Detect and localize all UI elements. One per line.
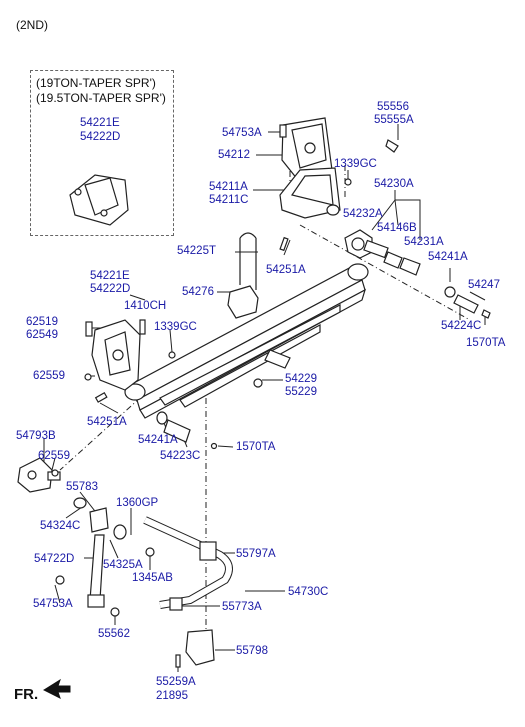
part-label-54222D[interactable]: 54222D xyxy=(90,283,131,295)
part-label-62559-a[interactable]: 62559 xyxy=(33,370,65,382)
part-label-54325A[interactable]: 54325A xyxy=(103,559,143,571)
part-label-54212[interactable]: 54212 xyxy=(218,149,250,161)
part-label-1345AB[interactable]: 1345AB xyxy=(132,572,173,584)
part-label-1570TA-right[interactable]: 1570TA xyxy=(466,337,506,349)
part-label-54232A[interactable]: 54232A xyxy=(343,208,383,220)
part-label-54221E[interactable]: 54221E xyxy=(90,270,130,282)
part-label-55797A[interactable]: 55797A xyxy=(236,548,276,560)
part-label-54793B[interactable]: 54793B xyxy=(16,430,56,442)
part-label-54251A-top[interactable]: 54251A xyxy=(266,264,306,276)
part-label-55555A[interactable]: 55555A xyxy=(374,114,414,126)
part-label-55798[interactable]: 55798 xyxy=(236,645,268,657)
part-label-55259A[interactable]: 55259A xyxy=(156,676,196,688)
part-label-1339GC-mid[interactable]: 1339GC xyxy=(154,321,197,333)
part-label-54276[interactable]: 54276 xyxy=(182,286,214,298)
part-label-54241A-left[interactable]: 54241A xyxy=(138,434,178,446)
part-label-55783[interactable]: 55783 xyxy=(66,481,98,493)
part-label-54211C[interactable]: 54211C xyxy=(209,194,249,206)
part-label-54225T[interactable]: 54225T xyxy=(177,245,217,257)
part-label-62559-b[interactable]: 62559 xyxy=(38,450,70,462)
part-label-54223C[interactable]: 54223C xyxy=(160,450,201,462)
variant-header: (2ND) xyxy=(16,18,48,32)
part-label-54251A-left[interactable]: 54251A xyxy=(87,416,127,428)
part-label-1410CH[interactable]: 1410CH xyxy=(124,300,167,312)
part-label-54753A-top[interactable]: 54753A xyxy=(222,127,262,139)
part-label-54229[interactable]: 54229 xyxy=(285,373,317,385)
part-label-54222D-inset[interactable]: 54222D xyxy=(80,131,121,143)
part-label-54730C[interactable]: 54730C xyxy=(288,586,329,598)
part-label-21895[interactable]: 21895 xyxy=(156,690,188,702)
part-label-54230A[interactable]: 54230A xyxy=(374,178,414,190)
part-label-54247[interactable]: 54247 xyxy=(468,279,500,291)
part-label-55773A[interactable]: 55773A xyxy=(222,601,262,613)
part-label-62549[interactable]: 62549 xyxy=(26,329,58,341)
part-label-54211A[interactable]: 54211A xyxy=(209,181,248,193)
variant-box xyxy=(30,70,174,236)
part-label-54241A-right[interactable]: 54241A xyxy=(428,251,468,263)
part-label-1339GC-top[interactable]: 1339GC xyxy=(334,158,377,170)
part-label-55556[interactable]: 55556 xyxy=(377,101,409,113)
part-label-1360GP[interactable]: 1360GP xyxy=(116,497,159,509)
part-label-55562[interactable]: 55562 xyxy=(98,628,130,640)
front-direction-label: FR. xyxy=(14,686,39,703)
part-label-62519[interactable]: 62519 xyxy=(26,316,58,328)
variant-line-2: (19.5TON-TAPER SPR') xyxy=(36,91,166,105)
part-label-54231A[interactable]: 54231A xyxy=(404,236,444,248)
part-label-54324C[interactable]: 54324C xyxy=(40,520,81,532)
part-label-54221E-inset[interactable]: 54221E xyxy=(80,117,120,129)
part-label-54224C[interactable]: 54224C xyxy=(441,320,482,332)
part-label-54146B[interactable]: 54146B xyxy=(377,222,417,234)
part-label-55229[interactable]: 55229 xyxy=(285,386,317,398)
variant-line-1: (19TON-TAPER SPR') xyxy=(36,76,156,90)
part-label-54722D[interactable]: 54722D xyxy=(34,553,75,565)
part-label-54753A-bottom[interactable]: 54753A xyxy=(33,598,73,610)
part-label-1570TA-mid[interactable]: 1570TA xyxy=(236,441,276,453)
